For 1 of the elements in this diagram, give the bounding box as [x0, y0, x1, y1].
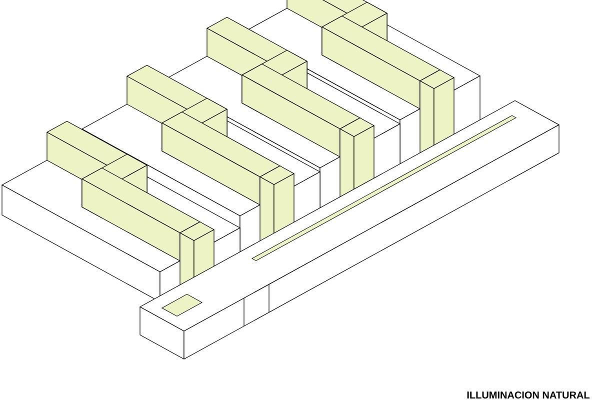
diagram-label: ILLUMINACION NATURAL [467, 391, 590, 399]
